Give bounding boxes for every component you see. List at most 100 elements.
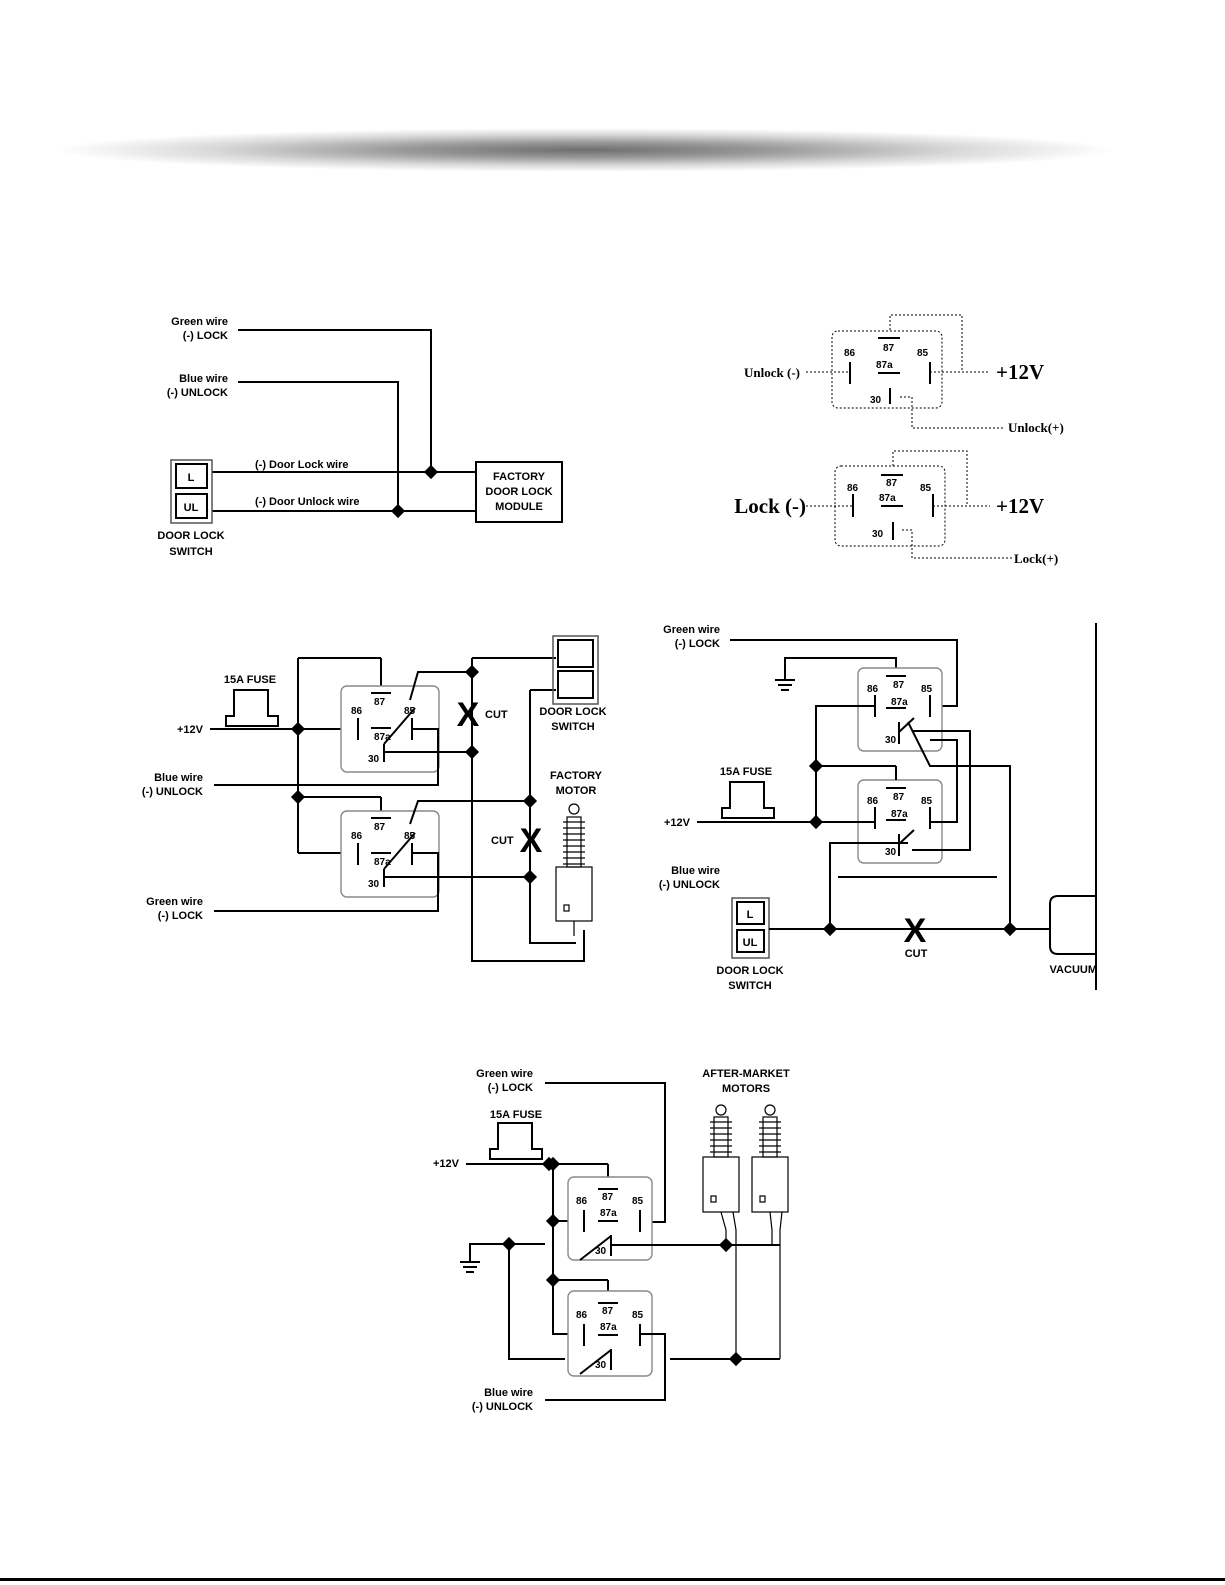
door-lock-wire-label: (-) Door Lock wire [255,459,349,471]
pin-87a: 87a [891,809,908,820]
green-lock-label: (-) LOCK [183,330,228,342]
door-lock-switch-3 [552,635,599,705]
pin-85: 85 [921,684,933,695]
cut-label-lower: CUT [491,835,514,847]
pin-87: 87 [883,343,895,354]
ground-icon [775,679,795,691]
pin-87: 87 [374,697,386,708]
pin-85: 85 [921,796,933,807]
switch-caption-2: SWITCH [551,721,594,733]
switch-caption-1: DOOR LOCK [539,706,606,718]
pin-86: 86 [351,831,363,842]
pin-86: 86 [867,684,879,695]
blue-unlock-label: (-) UNLOCK [167,387,228,399]
pin-86: 86 [576,1196,588,1207]
blue-unlock-label: (-) UNLOCK [142,786,203,798]
pin-87a: 87a [374,732,391,743]
aftermarket-motor-icon-1 [702,1104,740,1359]
pin-85: 85 [917,348,929,359]
pin-30: 30 [872,529,884,540]
pin-30: 30 [368,754,380,765]
pin-87a: 87a [876,360,893,371]
blue-wire-label: Blue wire [154,772,203,784]
relay-upper [567,1176,653,1261]
switch-l-label: L [188,472,195,484]
pin-30: 30 [885,735,897,746]
green-wire-label: Green wire [146,896,203,908]
switch-ul-label: UL [184,502,199,514]
cut-x-upper: X [457,696,480,734]
fuse-icon [225,689,279,727]
door-lock-switch [170,459,213,524]
green-wire-label: Green wire [663,624,720,636]
vacuum-pump-icon [1049,895,1096,955]
pin-30: 30 [885,847,897,858]
cut-x: X [904,912,927,950]
unlock-relay-box [831,330,943,409]
module-label-2: DOOR LOCK [485,486,552,498]
diagram-factory-motor: 15A FUSE +12V 86 87 87a 85 30 86 87 87a … [142,635,607,962]
switch-ul-label: UL [743,937,758,949]
pin-87: 87 [893,680,905,691]
pin-86: 86 [847,483,859,494]
pin-87a: 87a [600,1322,617,1333]
cut-label: CUT [905,948,928,960]
switch-caption-2: SWITCH [728,980,771,992]
ground-icon [460,1261,480,1273]
factory-motor-icon [555,803,593,936]
factory-door-lock-module [475,461,563,523]
pin-86: 86 [867,796,879,807]
plus12-label: +12V [177,724,204,736]
pin-87: 87 [602,1192,614,1203]
pin-30: 30 [368,879,380,890]
green-lock-label: (-) LOCK [488,1082,533,1094]
pin-30: 30 [595,1360,607,1371]
lock-neg-label: Lock (-) [734,494,806,518]
pin-85: 85 [920,483,932,494]
unlock-pos-label: Unlock(+) [1008,420,1064,435]
diagram-relay-pinout: 86 87 87a 85 30 Unlock (-) +12V Unlock(+… [734,314,1064,566]
plus12-label: +12V [664,817,691,829]
diagram-factory-module: Green wire (-) LOCK Blue wire (-) UNLOCK… [157,316,563,558]
green-wire-label: Green wire [476,1068,533,1080]
switch-caption-1: DOOR LOCK [716,965,783,977]
module-label-1: FACTORY [493,471,546,483]
pin-87a: 87a [374,857,391,868]
unlock-neg-label: Unlock (-) [744,365,800,380]
switch-ul-button [175,493,208,519]
aftermarket-motor-icon-2 [726,1104,789,1359]
blue-wire-label: Blue wire [179,373,228,385]
pin-86: 86 [844,348,856,359]
header-gradient-bar [55,128,1115,172]
fuse-label: 15A FUSE [490,1109,542,1121]
motor-caption-1: FACTORY [550,770,603,782]
pin-86: 86 [351,706,363,717]
bottom-rule [0,1578,1225,1581]
switch-l-button [175,463,208,489]
green-lock-label: (-) LOCK [158,910,203,922]
module-label-3: MODULE [495,501,543,513]
plus12-label: +12V [996,360,1044,384]
pin-87: 87 [602,1306,614,1317]
motors-caption-1: AFTER-MARKET [702,1068,790,1080]
fuse-icon [489,1122,543,1160]
pin-85: 85 [632,1310,644,1321]
lock-pos-label: Lock(+) [1014,551,1058,566]
junction-dot [390,503,406,519]
diagram-vacuum: Green wire (-) LOCK 86 87 87a 85 30 86 8… [659,623,1097,992]
pin-87a: 87a [891,697,908,708]
fuse-label: 15A FUSE [720,766,772,778]
blue-wire-label: Blue wire [484,1387,533,1399]
plus12-label: +12V [996,494,1044,518]
switch-caption-1: DOOR LOCK [157,530,224,542]
pin-87: 87 [893,792,905,803]
green-wire-label: Green wire [171,316,228,328]
switch-l-label: L [747,909,754,921]
fuse-icon [721,781,775,819]
pin-85: 85 [404,831,416,842]
pin-30: 30 [870,395,882,406]
junction-dot [423,464,439,480]
diagram-aftermarket-motors: Green wire (-) LOCK 15A FUSE +12V 86 87 … [433,1068,790,1413]
switch-caption-2: SWITCH [169,546,212,558]
